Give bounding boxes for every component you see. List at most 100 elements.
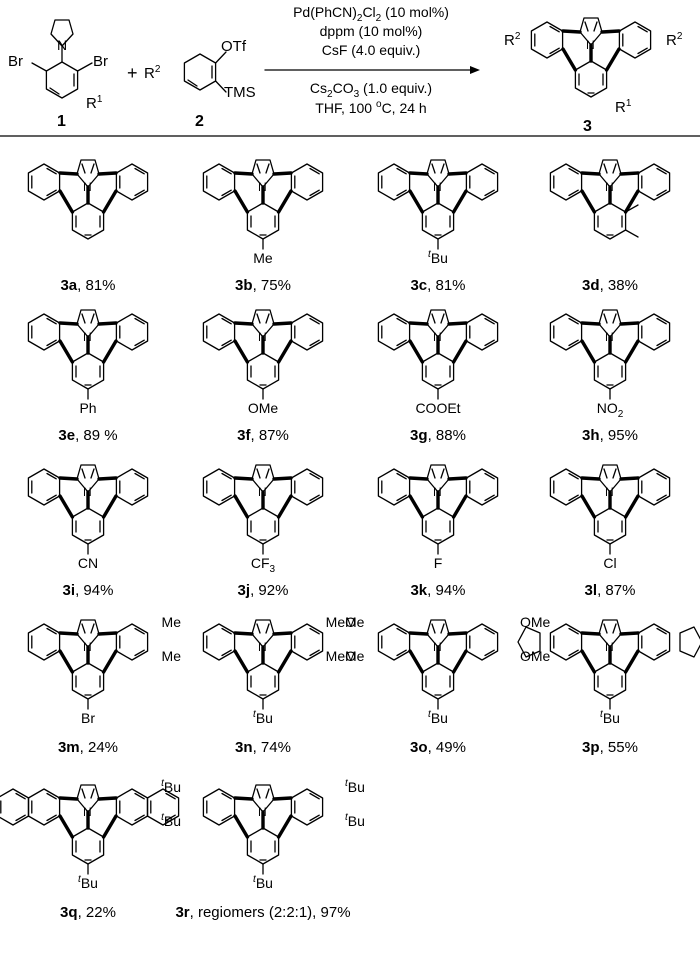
product-3-r2-left: R2 bbox=[504, 31, 521, 49]
nitrogen-atom: N bbox=[605, 640, 614, 654]
outer-substituent-right-2: Me bbox=[345, 648, 365, 664]
substituent-label: COOEt bbox=[415, 400, 460, 416]
reactant-2-otf: OTf bbox=[221, 38, 247, 55]
nitrogen-atom: N bbox=[605, 485, 614, 499]
compound-label: 3e, 89 % bbox=[58, 427, 117, 444]
substituent-label: tBu bbox=[78, 874, 98, 891]
condition-base: Cs2CO3 (1.0 equiv.) bbox=[310, 80, 432, 100]
substituent-label: F bbox=[434, 555, 443, 571]
compound-skeleton bbox=[203, 465, 322, 544]
reactant-2-label: 2 bbox=[195, 113, 204, 130]
compound-3k: N F 3k, 94% bbox=[378, 465, 497, 599]
reactant-2-r2: R2 bbox=[144, 64, 161, 82]
outer-substituent-right-2: tBu bbox=[345, 812, 365, 829]
product-3-label: 3 bbox=[583, 118, 592, 135]
compound-skeleton bbox=[550, 310, 669, 389]
nitrogen-atom: N bbox=[258, 485, 267, 499]
compound-skeleton bbox=[28, 160, 147, 239]
outer-substituent-left-2: Me bbox=[162, 648, 182, 664]
reactant-1-label: 1 bbox=[57, 113, 66, 130]
compound-label: 3d, 38% bbox=[582, 277, 638, 294]
condition-solvent-temp: THF, 100 oC, 24 h bbox=[315, 99, 426, 116]
outer-substituent-left: Me bbox=[162, 614, 182, 630]
compound-label: 3o, 49% bbox=[410, 739, 466, 756]
nitrogen-atom: N bbox=[433, 640, 442, 654]
outer-substituent-left-2: tBu bbox=[161, 812, 181, 829]
nitrogen-atom: N bbox=[83, 640, 92, 654]
reaction-arrow bbox=[264, 66, 480, 74]
compound-skeleton bbox=[28, 620, 147, 699]
product-3-r1: R1 bbox=[615, 98, 632, 116]
compound-skeleton bbox=[203, 160, 322, 239]
substituent-label: tBu bbox=[428, 709, 448, 726]
reactant-2-structure bbox=[183, 51, 227, 93]
substituent-label: Ph bbox=[79, 400, 96, 416]
compound-label: 3a, 81% bbox=[60, 277, 115, 294]
compound-label: 3i, 94% bbox=[63, 582, 114, 599]
substituent-label: Cl bbox=[603, 555, 616, 571]
compound-label: 3n, 74% bbox=[235, 739, 291, 756]
compound-skeleton bbox=[378, 160, 497, 239]
compound-label: 3p, 55% bbox=[582, 739, 638, 756]
compound-skeleton bbox=[550, 465, 669, 544]
compound-skeleton bbox=[203, 620, 322, 699]
nitrogen-atom: N bbox=[258, 640, 267, 654]
compound-label: 3f, 87% bbox=[237, 427, 289, 444]
substituent-label: Me bbox=[253, 250, 273, 266]
nitrogen-atom: N bbox=[433, 330, 442, 344]
compound-label: 3q, 22% bbox=[60, 904, 116, 921]
substituent-label: Br bbox=[81, 710, 95, 726]
substituent-label: tBu bbox=[253, 874, 273, 891]
compound-skeleton bbox=[550, 160, 669, 239]
outer-substituent-right: tBu bbox=[345, 778, 365, 795]
reactant-1-n-atom: N bbox=[57, 37, 67, 53]
nitrogen-atom: N bbox=[258, 805, 267, 819]
compound-3d: N 3d, 38% bbox=[550, 160, 669, 294]
compound-3h: N NO2 3h, 95% bbox=[550, 310, 669, 444]
substituent-label: tBu bbox=[253, 709, 273, 726]
nitrogen-atom: N bbox=[258, 330, 267, 344]
reactant-1-structure bbox=[31, 19, 93, 99]
compound-skeleton bbox=[378, 465, 497, 544]
compound-label: 3g, 88% bbox=[410, 427, 466, 444]
product-3-n-atom: N bbox=[586, 38, 595, 52]
compound-skeleton bbox=[378, 310, 497, 389]
reactant-1-br-left: Br bbox=[8, 53, 23, 70]
compound-skeleton bbox=[28, 465, 147, 544]
reactant-2-tms: TMS bbox=[224, 84, 256, 101]
substituent-label: CN bbox=[78, 555, 98, 571]
condition-catalyst: Pd(PhCN)2Cl2 (10 mol%) bbox=[293, 4, 449, 24]
compound-label: 3h, 95% bbox=[582, 427, 638, 444]
outer-substituent-right: Me bbox=[345, 614, 365, 630]
compound-3g: N COOEt 3g, 88% bbox=[378, 310, 497, 444]
nitrogen-atom: N bbox=[83, 330, 92, 344]
outer-substituent-left-2: MeO bbox=[326, 648, 356, 664]
compound-label: 3k, 94% bbox=[410, 582, 465, 599]
compound-skeleton bbox=[203, 310, 322, 389]
condition-ligand: dppm (10 mol%) bbox=[320, 23, 423, 39]
nitrogen-atom: N bbox=[605, 330, 614, 344]
scheme-header: N Br Br R1 1 + R2 OTf TMS 2 Pd(PhCN)2Cl2… bbox=[8, 4, 683, 135]
nitrogen-atom: N bbox=[83, 485, 92, 499]
condition-fluoride: CsF (4.0 equiv.) bbox=[322, 42, 421, 58]
compound-skeleton bbox=[550, 620, 669, 699]
compound-label: 3r, regiomers (2:2:1), 97% bbox=[175, 904, 350, 921]
compound-3e: N Ph 3e, 89 % bbox=[28, 310, 147, 444]
outer-substituent-right-2: OMe bbox=[520, 648, 551, 664]
product-3-r2-right: R2 bbox=[666, 31, 683, 49]
compound-label: 3c, 81% bbox=[410, 277, 465, 294]
compound-skeleton bbox=[378, 620, 497, 699]
nitrogen-atom: N bbox=[433, 485, 442, 499]
substituent-label: NO2 bbox=[597, 400, 624, 420]
outer-substituent-left: MeO bbox=[326, 614, 356, 630]
nitrogen-atom: N bbox=[605, 180, 614, 194]
